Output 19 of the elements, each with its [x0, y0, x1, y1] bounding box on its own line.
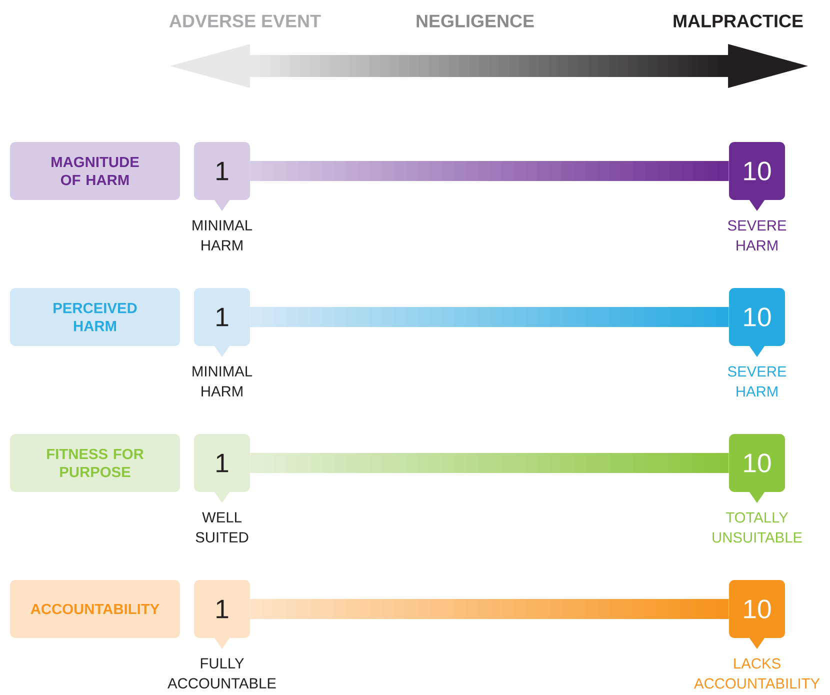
scale-end-label: TOTALLY UNSUITABLE	[712, 512, 802, 543]
scale-end-label: MINIMAL HARM	[192, 220, 252, 250]
category-box: ACCOUNTABILITY	[10, 580, 180, 638]
category-box: MAGNITUDE OF HARM	[10, 142, 180, 200]
scale-label: ADVERSE EVENT	[169, 14, 321, 28]
scale-label: NEGLIGENCE	[416, 14, 534, 28]
scale-end-label: SEVERE HARM	[728, 366, 786, 396]
gradient-bar	[250, 452, 729, 474]
gradient-bar	[250, 306, 729, 328]
scale-label: MALPRACTICE	[674, 14, 803, 28]
gradient-bar	[250, 598, 729, 620]
scale-end-label: LACKS ACCOUNTABILITY	[694, 658, 820, 689]
scale-end-label: FULLY ACCOUNTABLE	[168, 658, 276, 688]
category-box: FITNESS FOR PURPOSE	[10, 434, 180, 492]
gradient-bar	[250, 160, 729, 182]
scale-end-label: WELL SUITED	[196, 512, 248, 542]
scale-end-label: MINIMAL HARM	[192, 366, 252, 396]
category-box: PERCEIVED HARM	[10, 288, 180, 346]
scale-end-label: SEVERE HARM	[728, 220, 786, 250]
